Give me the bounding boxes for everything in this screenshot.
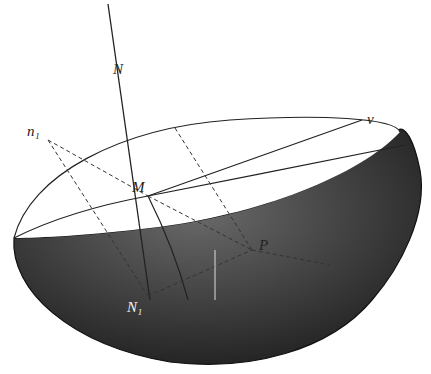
dashed-line (148, 250, 252, 296)
normal-line (108, 4, 150, 300)
point-label: N₁ (126, 300, 143, 315)
surface-curve (148, 196, 188, 300)
point-label: P (258, 238, 269, 253)
point-label: v (366, 112, 375, 127)
point-label: M (131, 180, 146, 195)
surface-line (215, 250, 216, 300)
dashed-line (175, 128, 252, 250)
dashed-line (148, 196, 252, 250)
point-label: N (112, 62, 124, 77)
dashed-line (48, 140, 148, 296)
dashed-line (48, 140, 148, 196)
rim-front (14, 145, 405, 238)
point-label: n₁ (26, 124, 41, 139)
tangent-line (148, 120, 362, 196)
